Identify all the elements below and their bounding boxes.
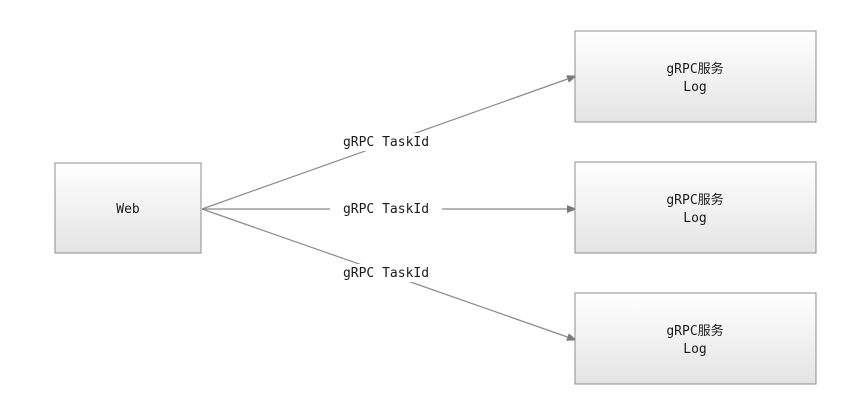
edge-to-log-service-2: gRPC TaskId	[202, 200, 577, 218]
edge-to-log-service-3: gRPC TaskId	[201, 208, 577, 341]
web-node-label: Web	[116, 202, 140, 217]
service-type-label: Log	[683, 342, 706, 357]
log-service-node-3: gRPC服务 Log	[574, 292, 817, 385]
service-name-label: gRPC服务	[666, 192, 723, 208]
edge-label: gRPC TaskId	[343, 135, 429, 150]
log-service-node-2: gRPC服务 Log	[574, 161, 817, 254]
web-node: Web	[54, 162, 202, 254]
log-service-node-1: gRPC服务 Log	[574, 30, 817, 123]
service-name-label: gRPC服务	[666, 323, 723, 339]
edge-label: gRPC TaskId	[343, 202, 429, 217]
edge-label: gRPC TaskId	[343, 266, 429, 281]
service-name-label: gRPC服务	[666, 61, 723, 77]
edge-to-log-service-1: gRPC TaskId	[201, 75, 577, 210]
service-type-label: Log	[683, 211, 706, 226]
service-type-label: Log	[683, 80, 706, 95]
